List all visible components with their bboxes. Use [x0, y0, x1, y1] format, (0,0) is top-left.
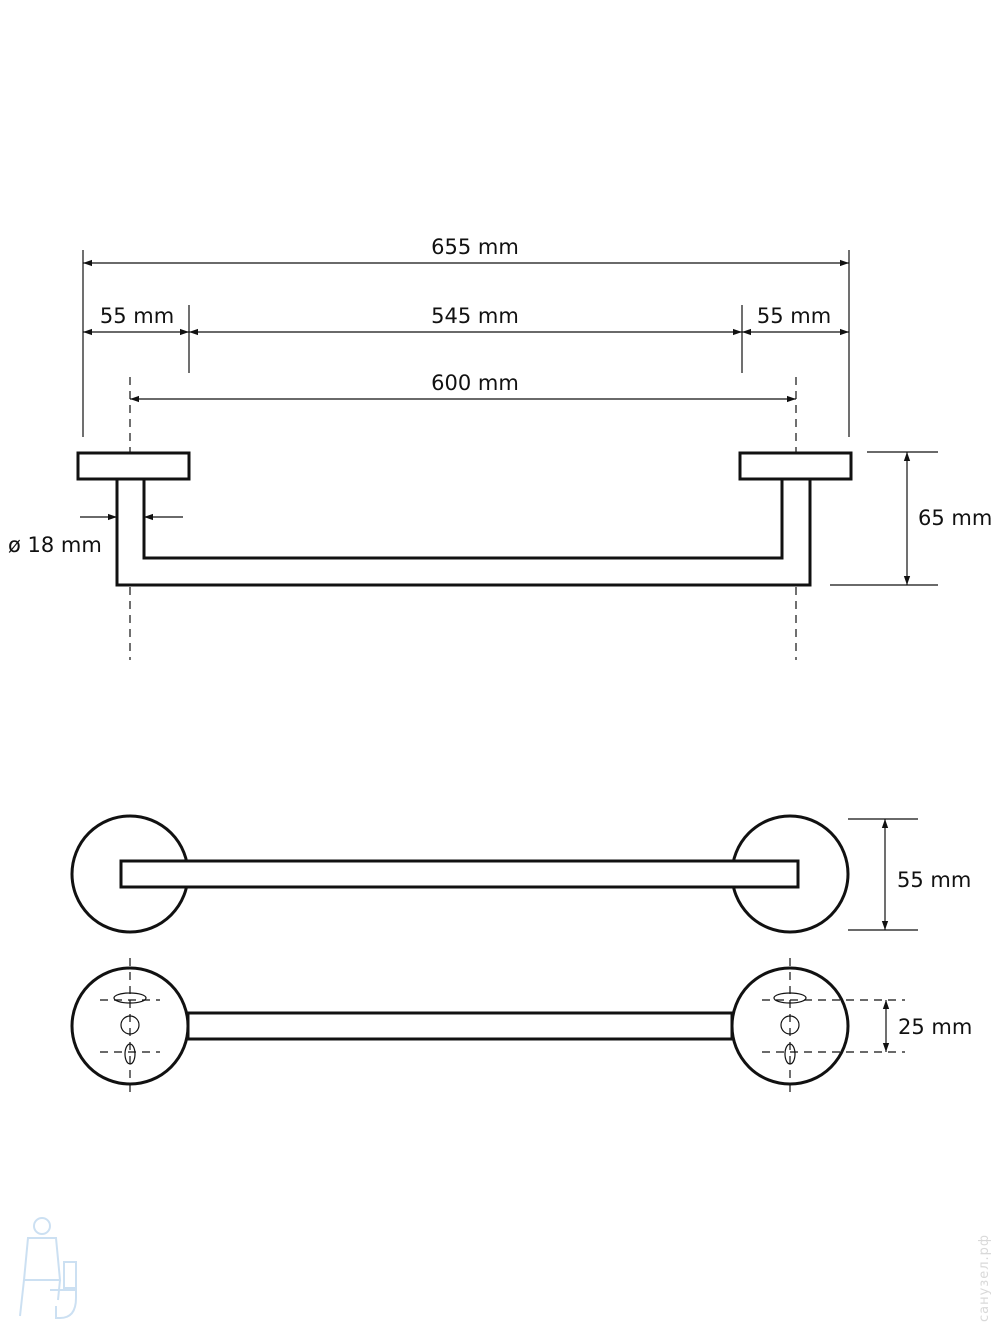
front-view: 25 mm [70, 958, 972, 1098]
logo-tank [63, 1261, 77, 1289]
front-disc-left [70, 966, 190, 1086]
dim-center-distance: 600 mm [431, 371, 519, 395]
dim-left-base: 55 mm [100, 304, 174, 328]
towel-bar-side [115, 477, 812, 587]
front-disc-right [730, 966, 850, 1086]
dim-hole-spacing: 25 mm [898, 1015, 972, 1039]
screw-hole-right [780, 1015, 800, 1035]
plumber-logo [19, 1217, 77, 1319]
towel-bar-front [186, 1011, 734, 1041]
side-view: 655 mm 55 mm 545 mm 55 mm 600 mm ø 18 mm… [8, 235, 992, 660]
watermark-text: санузел.рф [977, 1234, 992, 1322]
dim-right-base: 55 mm [757, 304, 831, 328]
towel-bar-top [119, 859, 800, 889]
oval-hole-left [124, 1043, 136, 1065]
slot-hole-right [773, 992, 807, 1004]
logo-legs [19, 1279, 61, 1317]
wall-base-right [738, 451, 853, 481]
dim-depth: 65 mm [918, 506, 992, 530]
oval-hole-right [784, 1043, 796, 1065]
top-view: 55 mm [70, 814, 971, 934]
logo-head [33, 1217, 51, 1235]
dim-inner-span: 545 mm [431, 304, 519, 328]
wall-base-left [76, 451, 191, 481]
dim-overall-width: 655 mm [431, 235, 519, 259]
slot-hole-left [113, 992, 147, 1004]
dim-tube-diameter: ø 18 mm [8, 533, 102, 557]
screw-hole-left [120, 1015, 140, 1035]
dim-base-diameter: 55 mm [897, 868, 971, 892]
logo-toilet [50, 1289, 77, 1319]
logo-body [22, 1237, 62, 1281]
